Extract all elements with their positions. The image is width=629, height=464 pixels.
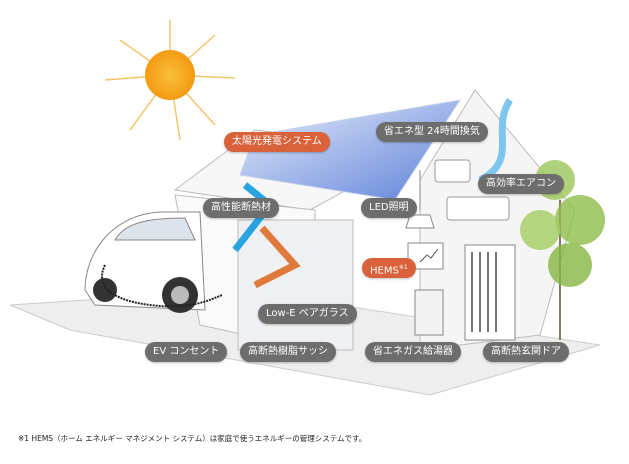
label-solar-power: 太陽光発電システム	[224, 132, 330, 152]
hems-text: HEMS	[370, 265, 399, 277]
label-resin-sash: 高断熱樹脂サッシ	[240, 342, 336, 362]
label-aircon: 高効率エアコン	[478, 174, 564, 194]
label-water-heater: 省エネガス給湯器	[365, 342, 461, 362]
hems-note: ※1	[398, 264, 408, 271]
led-lamp	[405, 214, 435, 229]
ev-car	[84, 211, 223, 313]
label-lowe-glass: Low-E ペアガラス	[258, 304, 357, 324]
footnote: ※1 HEMS（ホーム エネルギー マネジメント システム）は家庭で使うエネルギ…	[18, 434, 367, 443]
label-insulation: 高性能断熱材	[203, 198, 279, 218]
tree	[520, 160, 605, 340]
heat-orange-arrow	[253, 225, 301, 289]
label-ventilation: 省エネ型 24時間換気	[376, 122, 488, 142]
label-entrance-door: 高断熱玄関ドア	[483, 342, 569, 362]
sun-icon	[145, 50, 195, 100]
aircon-unit	[446, 196, 510, 221]
ventilation-arrow	[478, 98, 514, 184]
label-hems: HEMS※1	[362, 258, 416, 278]
entrance-door	[464, 244, 516, 341]
label-ev-outlet: EV コンセント	[145, 342, 228, 362]
water-heater	[414, 289, 444, 336]
label-led: LED照明	[361, 198, 417, 218]
ventilation-unit	[434, 159, 471, 183]
